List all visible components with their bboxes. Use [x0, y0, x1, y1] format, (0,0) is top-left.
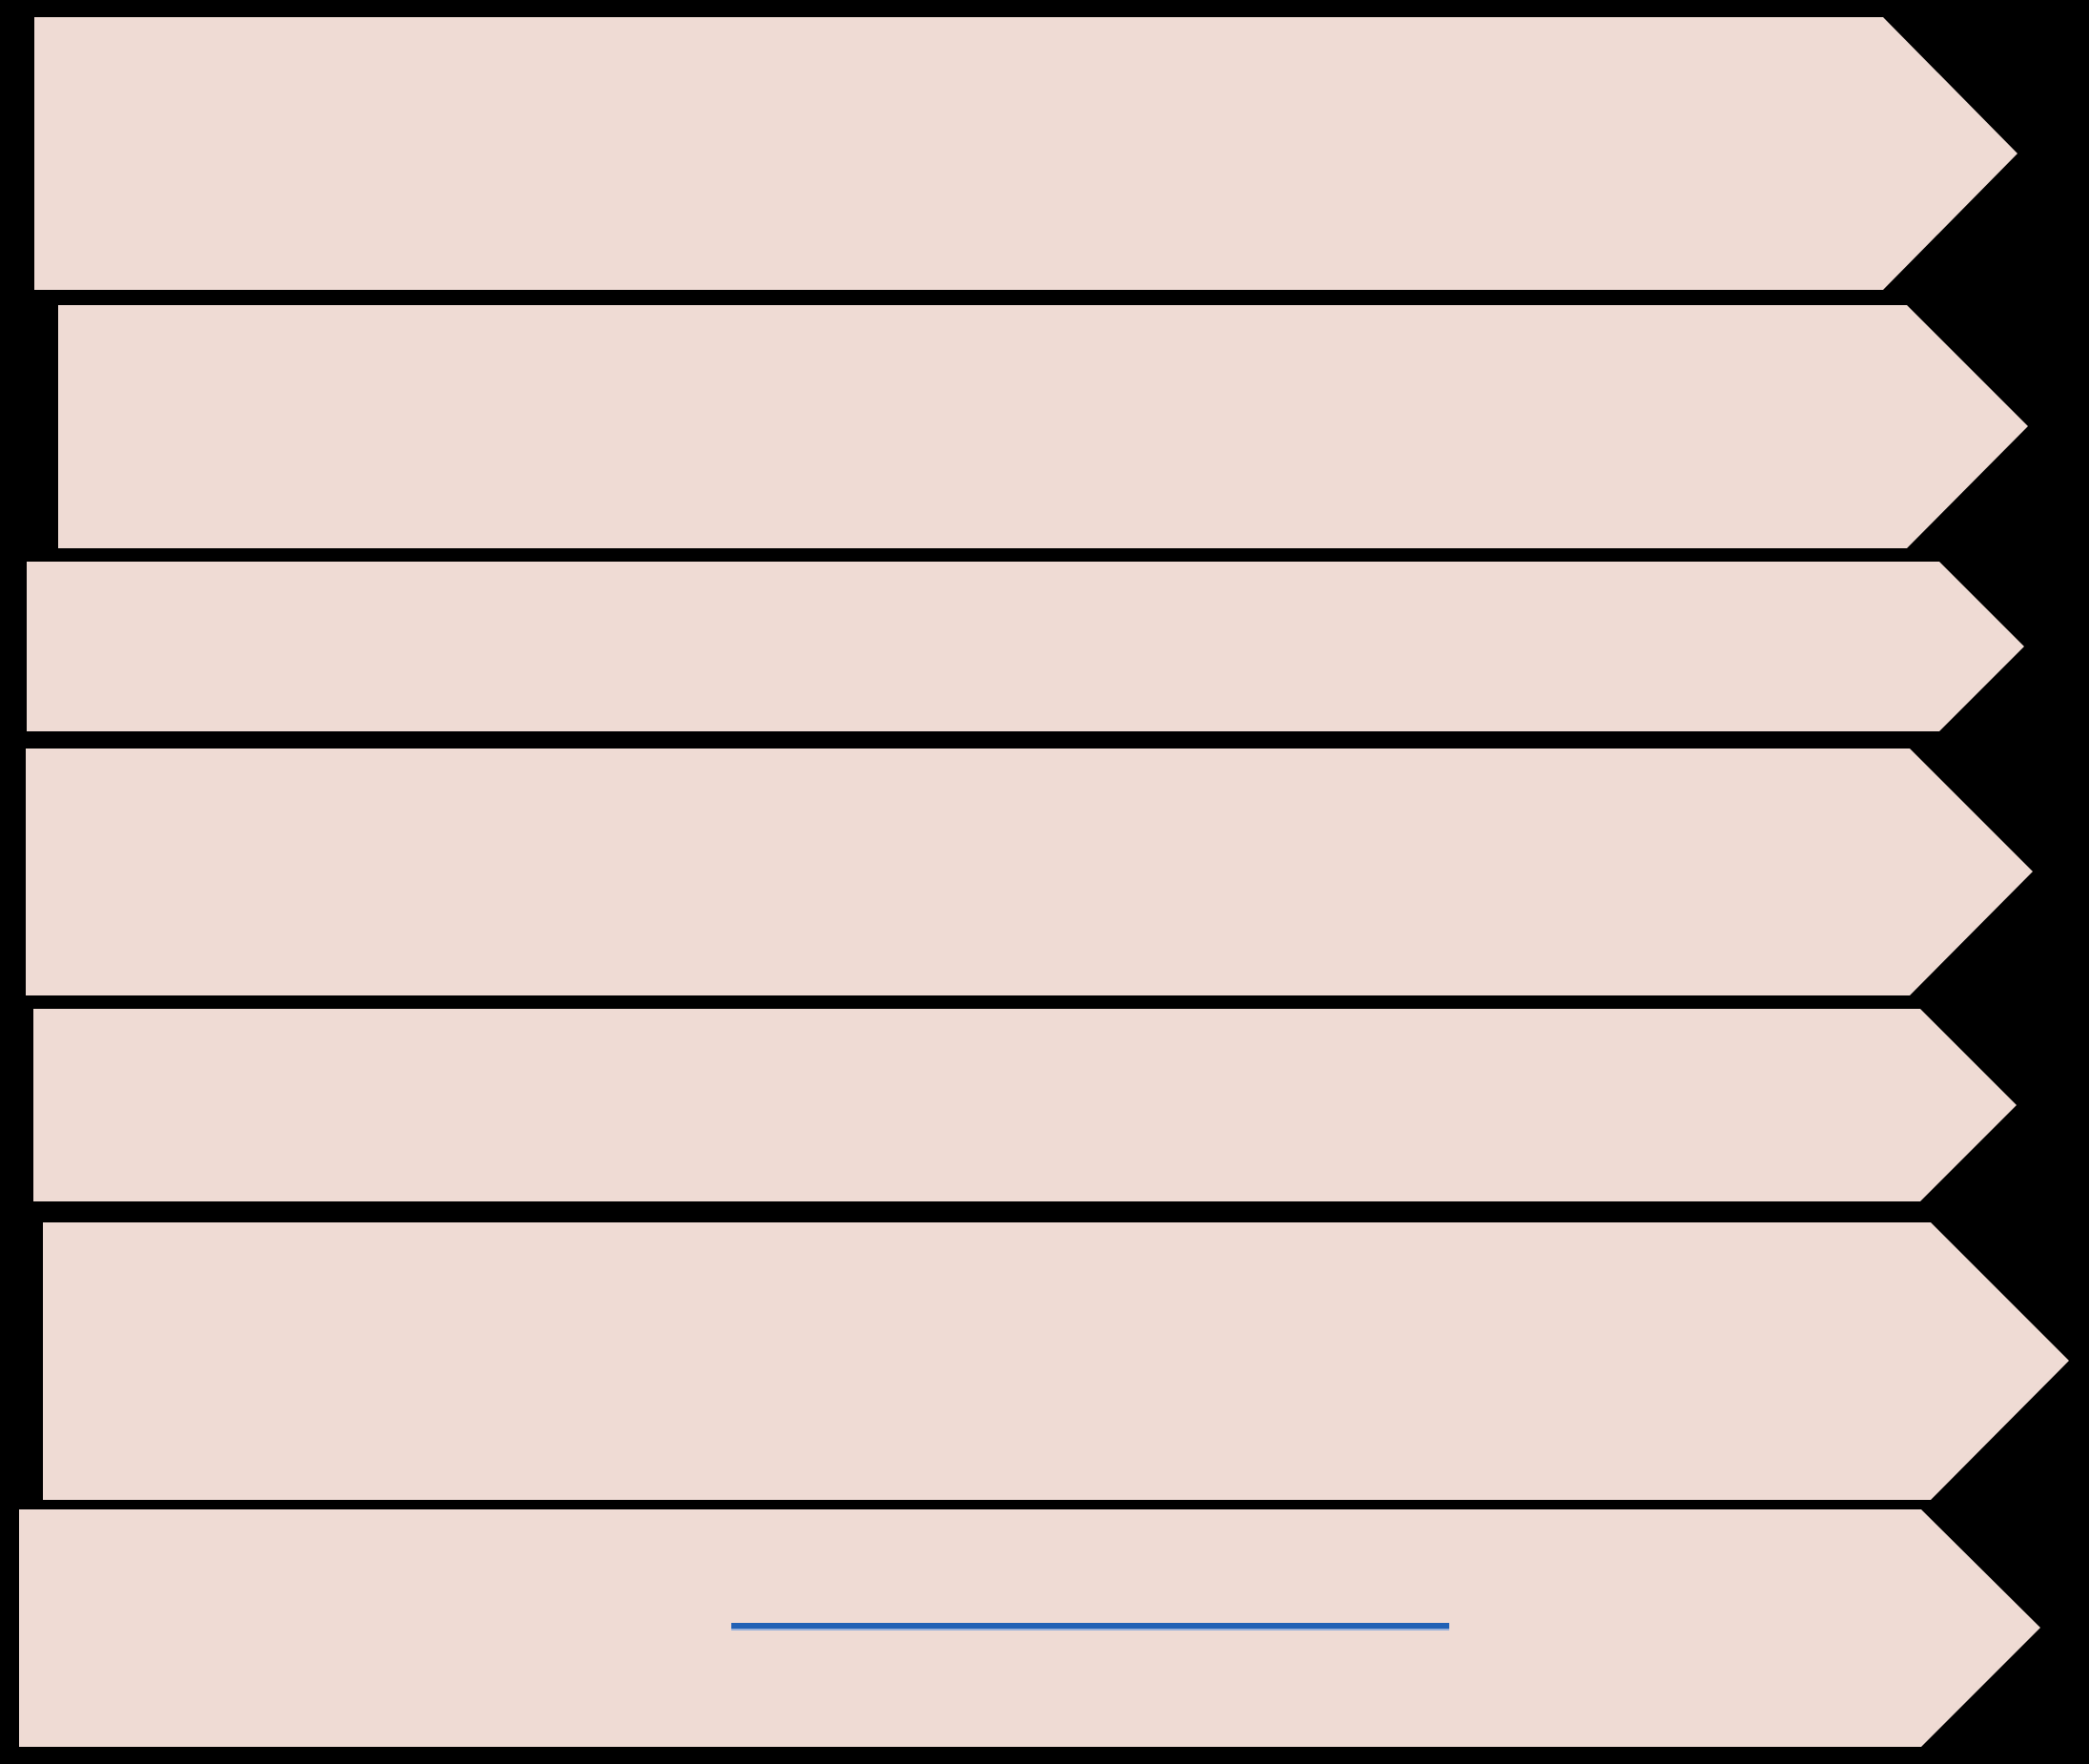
arrow-banner-6 — [43, 1222, 2069, 1500]
hyperlink-underline-edge — [731, 1629, 1449, 1631]
arrow-banner-1 — [34, 17, 2017, 290]
hyperlink-underline-line[interactable] — [731, 1623, 1449, 1629]
arrow-banner-5 — [33, 1009, 2017, 1201]
hyperlink-underline[interactable] — [731, 1623, 1449, 1631]
arrow-banner-3 — [27, 562, 2024, 731]
arrow-banner-4 — [26, 749, 2033, 995]
arrow-banner-2 — [58, 305, 2028, 548]
